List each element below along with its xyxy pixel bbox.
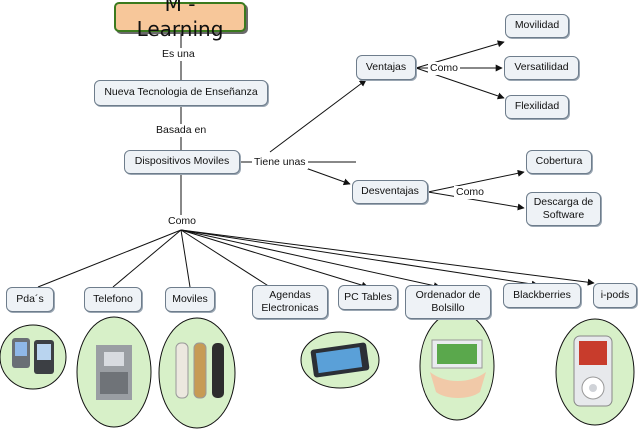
link-label-basada-en: Basada en	[154, 124, 209, 137]
node-telefono[interactable]: Telefono	[84, 287, 142, 312]
node-moviles[interactable]: Moviles	[165, 287, 215, 312]
link-label-es-una: Es una	[160, 48, 197, 61]
node-ordenador-bolsillo[interactable]: Ordenador de Bolsillo	[405, 285, 491, 319]
ordenador-line-1: Ordenador de	[415, 288, 481, 301]
node-ventajas[interactable]: Ventajas	[356, 55, 416, 80]
device-pictures	[0, 311, 635, 429]
node-dispositivos-moviles[interactable]: Dispositivos Moviles	[124, 150, 240, 174]
agendas-line-1: Agendas	[269, 288, 311, 301]
node-pc-tables[interactable]: PC Tables	[338, 285, 398, 310]
pda-photo	[0, 324, 67, 390]
link-label-tiene-unas: Tiene unas	[252, 156, 308, 169]
link-label-como-desventajas: Como	[454, 186, 487, 199]
ordenador-line-2: Bolsillo	[431, 302, 465, 314]
node-agendas-electronicas[interactable]: Agendas Electronicas	[252, 285, 328, 319]
node-nueva-tecnologia[interactable]: Nueva Tecnologia de Enseñanza	[94, 80, 268, 106]
descarga-line-2: Software	[542, 209, 585, 221]
node-cobertura[interactable]: Cobertura	[526, 150, 592, 174]
node-blackberries[interactable]: Blackberries	[503, 283, 581, 308]
node-ipods[interactable]: i-pods	[593, 283, 637, 308]
descarga-line-1: Descarga de	[533, 195, 594, 208]
link-label-como-dispositivos: Como	[166, 215, 199, 228]
node-descarga-software[interactable]: Descarga de Software	[526, 192, 601, 226]
node-flexilidad[interactable]: Flexilidad	[505, 95, 569, 119]
agendas-line-2: Electronicas	[261, 302, 319, 314]
node-desventajas[interactable]: Desventajas	[352, 180, 428, 204]
link-label-como-ventajas: Como	[428, 62, 461, 75]
title-node[interactable]: M - Learning	[114, 0, 246, 41]
node-versatilidad[interactable]: Versatilidad	[504, 56, 579, 80]
node-movilidad[interactable]: Movilidad	[505, 14, 569, 38]
node-pdas[interactable]: Pda´s	[6, 287, 54, 312]
